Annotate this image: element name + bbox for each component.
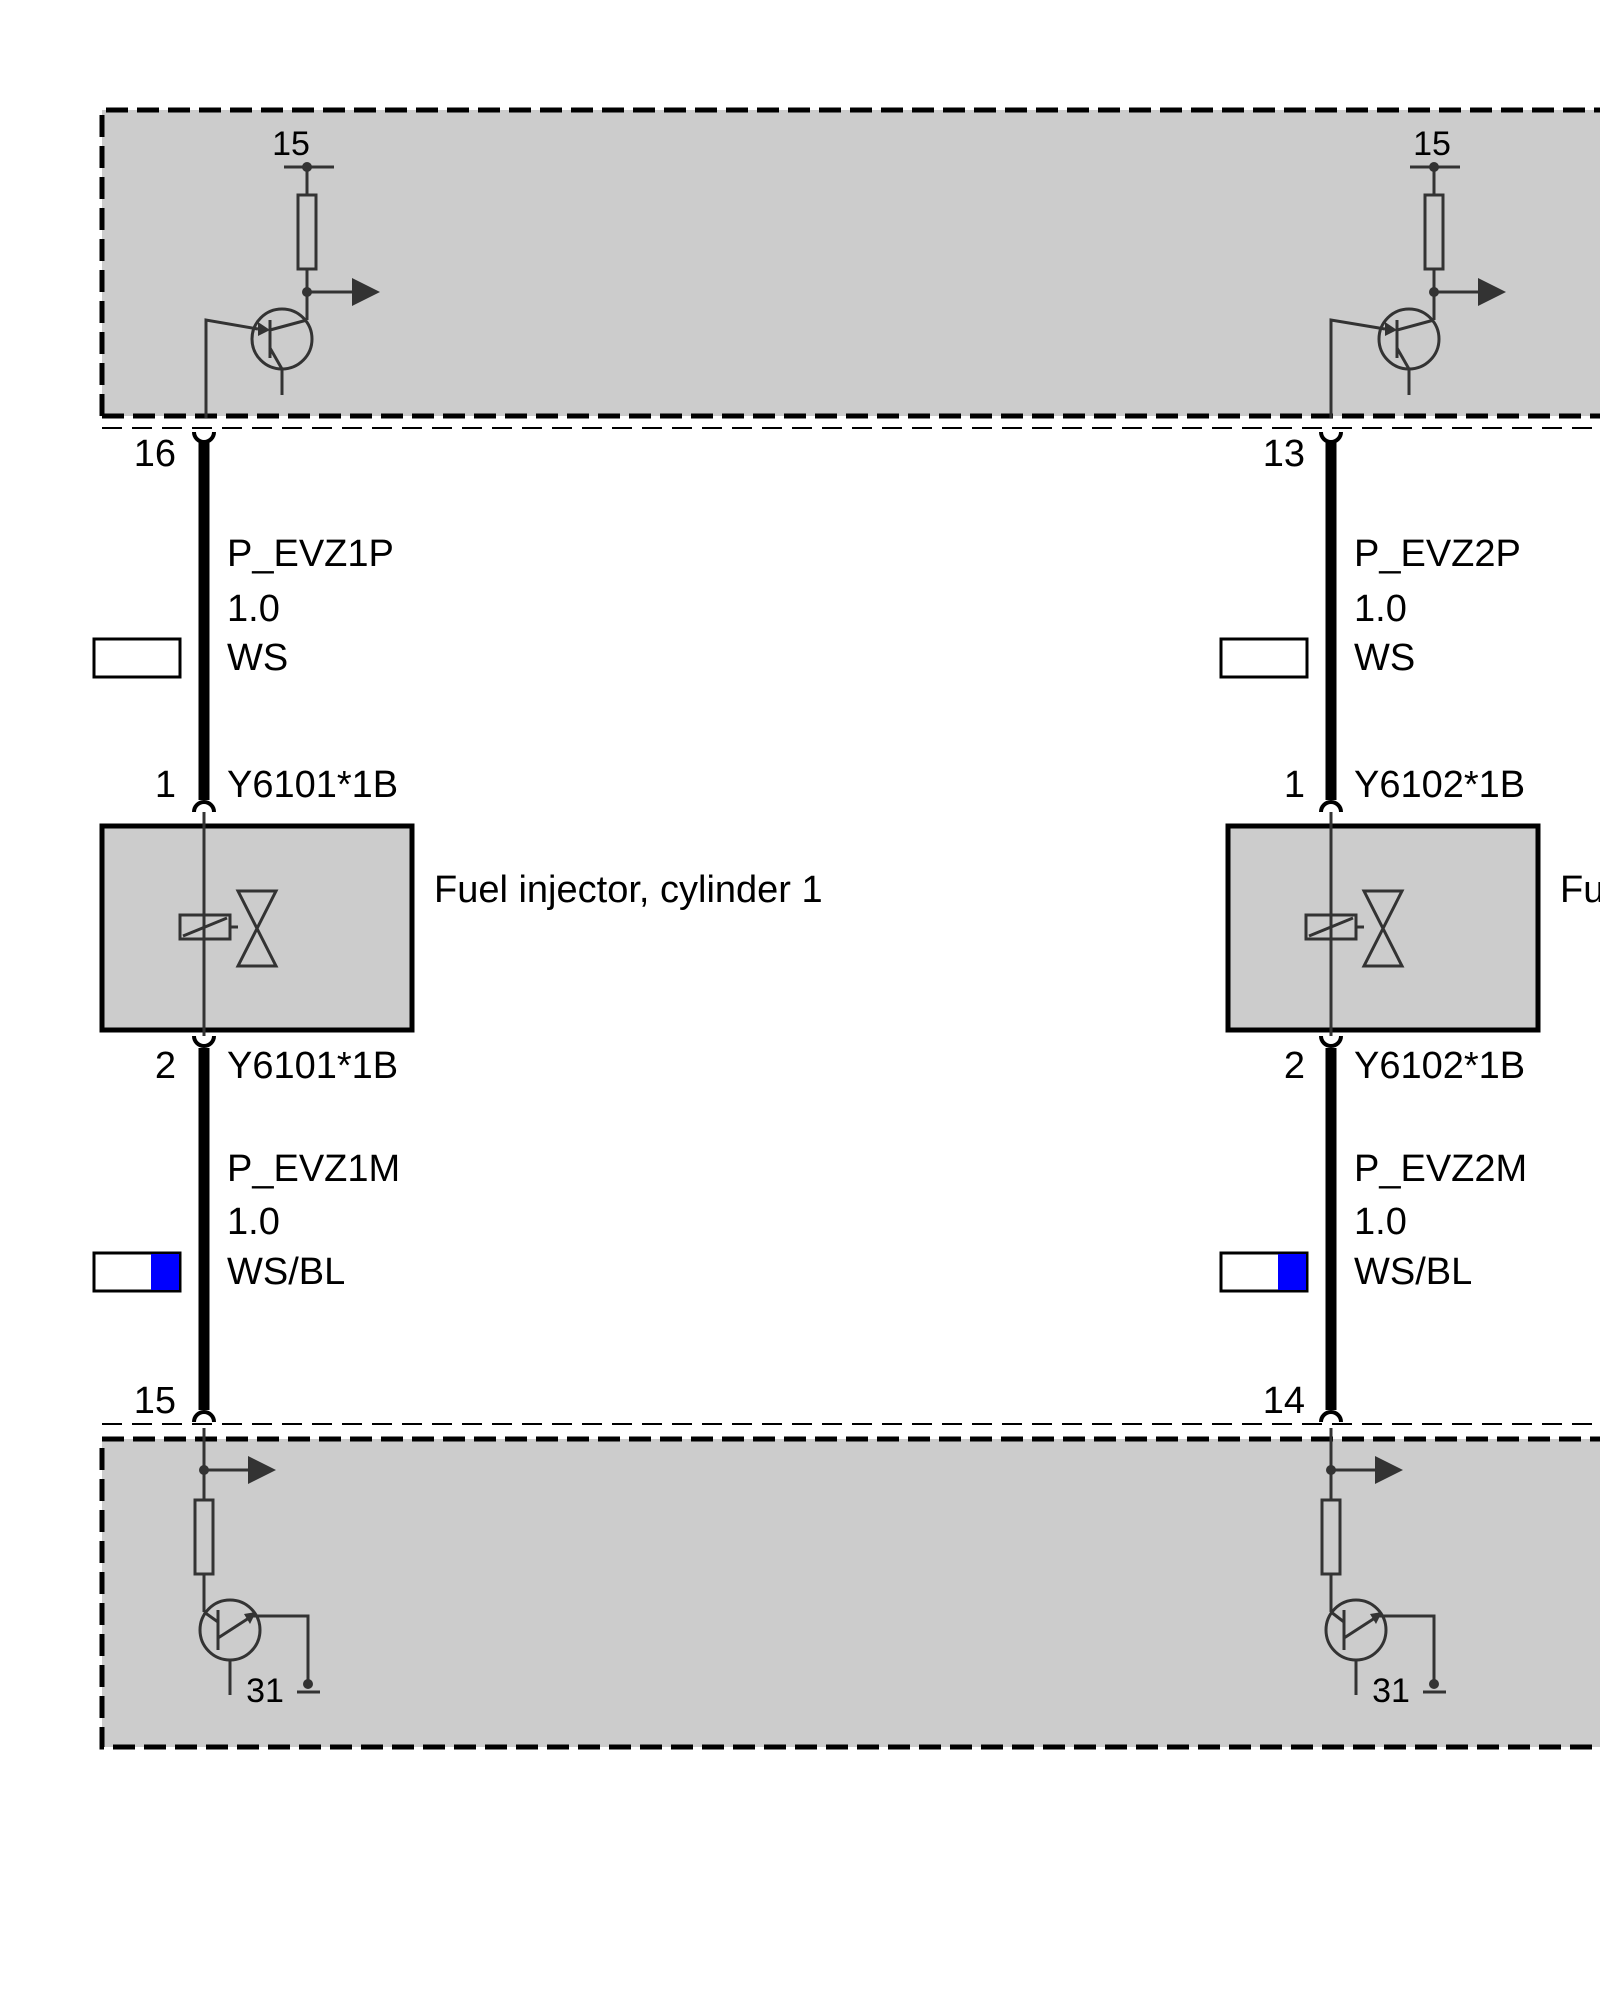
connector-socket-icon bbox=[192, 431, 216, 444]
wire-label-upper-1: P_EVZ1P 1.0 WS bbox=[92, 533, 394, 679]
wire-signal-name: P_EVZ1P bbox=[227, 533, 394, 575]
bottom-module-border bbox=[99, 1436, 1600, 1750]
injector-pin-bottom: 2 bbox=[155, 1045, 176, 1087]
connector-socket-icon bbox=[192, 1035, 216, 1048]
top-module-pin-number: 13 bbox=[1263, 433, 1305, 475]
wire-label-upper-2: P_EVZ2P 1.0 WS bbox=[1219, 533, 1521, 679]
wire-label-lower-2: P_EVZ2M 1.0 WS/BL bbox=[1219, 1148, 1527, 1293]
valve-icon bbox=[1361, 889, 1405, 968]
ground-node bbox=[303, 1679, 313, 1689]
output-arrow-icon bbox=[352, 278, 380, 306]
injector-pin-bottom: 2 bbox=[1284, 1045, 1305, 1087]
injector-pin-top: 1 bbox=[1284, 764, 1305, 806]
output-arrow-icon bbox=[248, 1456, 276, 1484]
wire-color-code: WS bbox=[1354, 637, 1415, 679]
wire-stripe-swatch bbox=[1278, 1254, 1306, 1290]
fuel-injector-2: 1 Y6102*1B Fu 2 Y6102*1B bbox=[1225, 764, 1600, 1087]
wire-cross-section: 1.0 bbox=[227, 588, 280, 630]
wire-color-swatch bbox=[1219, 637, 1309, 679]
high-side-driver-2: 15 bbox=[1329, 125, 1506, 418]
wire-color-code: WS/BL bbox=[1354, 1251, 1472, 1293]
ground-label: 31 bbox=[246, 1672, 284, 1710]
top-module-pin-number: 16 bbox=[134, 433, 176, 475]
connector-socket-icon bbox=[1319, 431, 1343, 444]
wire-color-code: WS bbox=[227, 637, 288, 679]
wire-color-swatch bbox=[92, 637, 182, 679]
top-control-module bbox=[99, 107, 1600, 429]
wire-signal-name: P_EVZ2P bbox=[1354, 533, 1521, 575]
ground-node bbox=[1429, 1679, 1439, 1689]
connector-socket-icon bbox=[1319, 800, 1343, 813]
injector-connector-bottom: Y6102*1B bbox=[1354, 1045, 1525, 1087]
wire-stripe-swatch bbox=[151, 1254, 179, 1290]
injector-name: Fu bbox=[1560, 869, 1600, 911]
wire-cross-section: 1.0 bbox=[227, 1201, 280, 1243]
wire-signal-name: P_EVZ2M bbox=[1354, 1148, 1527, 1190]
top-module-border bbox=[99, 107, 1600, 416]
connector-socket-icon bbox=[1319, 1410, 1343, 1423]
connector-socket-icon bbox=[192, 1410, 216, 1423]
injector-pin-top: 1 bbox=[155, 764, 176, 806]
supply-label: 15 bbox=[272, 125, 310, 163]
wire-label-lower-1: P_EVZ1M 1.0 WS/BL bbox=[92, 1148, 400, 1293]
bottom-control-module bbox=[99, 1423, 1600, 1750]
bottom-module-box bbox=[102, 1439, 1600, 1747]
wire-color-code: WS/BL bbox=[227, 1251, 345, 1293]
output-arrow-icon bbox=[1375, 1456, 1403, 1484]
injector-connector-bottom: Y6101*1B bbox=[227, 1045, 398, 1087]
bottom-module-pin-number: 14 bbox=[1263, 1380, 1305, 1422]
injector-connector-top: Y6101*1B bbox=[227, 764, 398, 806]
ground-label: 31 bbox=[1372, 1672, 1410, 1710]
wire-harness bbox=[192, 431, 1343, 1423]
valve-icon bbox=[235, 889, 279, 968]
top-module-box bbox=[102, 110, 1600, 416]
injector-connector-top: Y6102*1B bbox=[1354, 764, 1525, 806]
low-side-driver-2: 31 bbox=[1320, 1428, 1446, 1710]
wire-signal-name: P_EVZ1M bbox=[227, 1148, 400, 1190]
connector-socket-icon bbox=[1319, 1035, 1343, 1048]
supply-label: 15 bbox=[1413, 125, 1451, 163]
wire-cross-section: 1.0 bbox=[1354, 588, 1407, 630]
wire-cross-section: 1.0 bbox=[1354, 1201, 1407, 1243]
low-side-driver-1: 31 bbox=[193, 1428, 320, 1710]
high-side-driver-1: 15 bbox=[204, 125, 380, 418]
bottom-module-pin-number: 15 bbox=[134, 1380, 176, 1422]
output-arrow-icon bbox=[1478, 278, 1506, 306]
injector-name: Fuel injector, cylinder 1 bbox=[434, 869, 823, 911]
fuel-injector-1: 1 Y6101*1B Fuel injector, cylinder 1 2 Y… bbox=[99, 764, 823, 1087]
connector-socket-icon bbox=[192, 800, 216, 813]
